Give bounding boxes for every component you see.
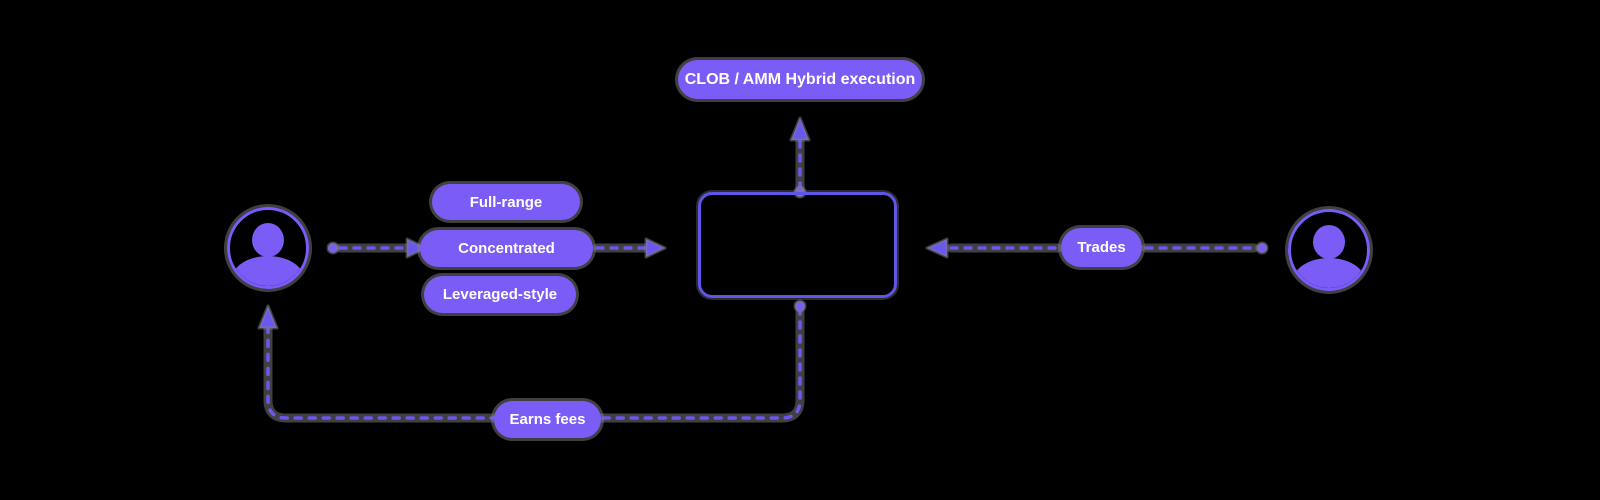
- connector-modes-to-pool: [592, 237, 667, 259]
- trader-user-icon: [1288, 209, 1370, 291]
- user-shoulders-icon: [1293, 258, 1365, 288]
- execution-label: CLOB / AMM Hybrid execution: [684, 70, 916, 88]
- anchor-dot: [793, 299, 807, 313]
- arrowhead-right-icon: [644, 237, 667, 259]
- mode-concentrated-node: Concentrated: [420, 230, 593, 267]
- lp-user-icon-clip: [230, 210, 306, 286]
- trades-label: Trades: [1077, 239, 1126, 256]
- execution-node: CLOB / AMM Hybrid execution: [678, 60, 922, 99]
- pool-box: [698, 192, 897, 298]
- trader-user-icon-clip: [1291, 212, 1367, 288]
- earns-fees-label: Earns fees: [509, 411, 586, 428]
- mode-leveraged-node: Leveraged-style: [424, 276, 576, 313]
- connector-trades-to-pool: [925, 237, 1063, 259]
- anchor-dot: [1255, 241, 1269, 255]
- arrowhead-up-icon: [257, 304, 279, 330]
- trades-node: Trades: [1061, 228, 1142, 267]
- earns-fees-node: Earns fees: [494, 401, 601, 438]
- user-head-icon: [252, 223, 284, 257]
- connector-trader-to-trades: [1141, 241, 1269, 255]
- arrowhead-up-icon: [789, 116, 811, 142]
- arrowhead-left-icon: [925, 237, 949, 259]
- connector-pool-to-execution: [789, 116, 811, 199]
- user-head-icon: [1313, 225, 1345, 259]
- anchor-dot: [326, 241, 340, 255]
- user-shoulders-icon: [232, 256, 304, 286]
- lp-user-icon: [227, 207, 309, 289]
- mode-full-range-label: Full-range: [469, 193, 543, 211]
- mode-full-range-node: Full-range: [432, 184, 580, 220]
- connector-lp-to-modes: [326, 237, 428, 259]
- mode-concentrated-label: Concentrated: [458, 240, 555, 257]
- mode-leveraged-label: Leveraged-style: [442, 286, 558, 303]
